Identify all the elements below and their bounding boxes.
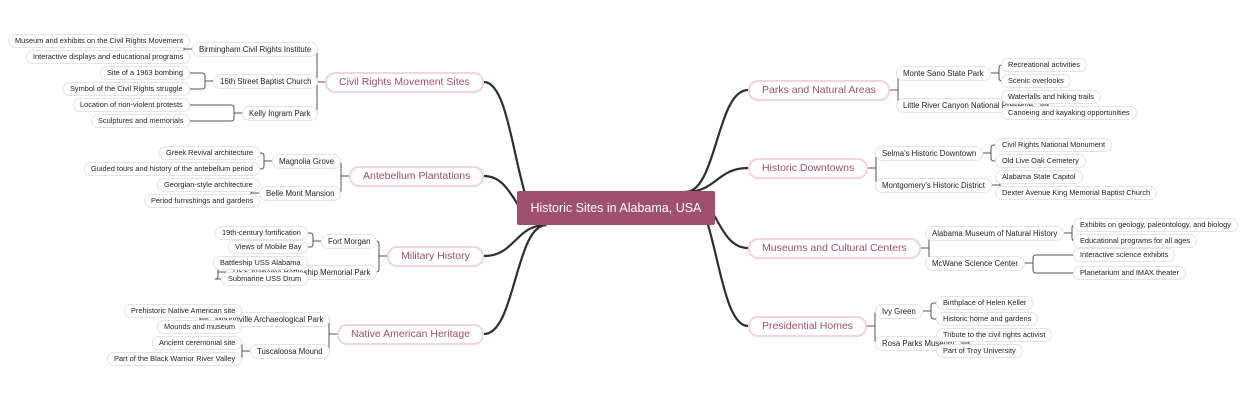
site-alabama-museum-of-natural-history: Alabama Museum of Natural History [925, 225, 1065, 241]
detail-interactive-science-exhibits: Interactive science exhibits [1073, 248, 1176, 262]
connector-line [308, 232, 314, 241]
detail-submarine-uss-drum: Submarine USS Drum [221, 272, 309, 286]
connector-line [190, 104, 235, 113]
connector-line [190, 113, 235, 122]
detail-recreational-activities: Recreational activities [1001, 58, 1087, 72]
detail-civil-rights-national-monument: Civil Rights National Monument [995, 138, 1113, 152]
connector-line [190, 72, 206, 81]
branch-presidential-homes: Presidential Homes [748, 315, 868, 337]
detail-tribute-to-the-civil-rights-activist: Tribute to the civil rights activist [936, 328, 1053, 342]
branch-parks-and-natural-areas: Parks and Natural Areas [748, 79, 890, 101]
detail-views-of-mobile-bay: Views of Mobile Bay [228, 240, 309, 254]
branch-antebellum-plantations: Antebellum Plantations [349, 165, 485, 187]
connector-line [214, 272, 308, 280]
site-selma-s-historic-downtown: Selma's Historic Downtown [875, 145, 984, 161]
site-16th-street-baptist-church: 16th Street Baptist Church [213, 73, 319, 89]
detail-part-of-troy-university: Part of Troy University [936, 344, 1023, 358]
connector-line [990, 153, 995, 162]
detail-museum-and-exhibits-on-the-civil-rights-movement: Museum and exhibits on the Civil Rights … [8, 34, 191, 48]
site-belle-mont-mansion: Belle Mont Mansion [259, 185, 342, 201]
connector-line [260, 152, 265, 161]
site-fort-morgan: Fort Morgan [321, 233, 378, 249]
connector-line [930, 302, 936, 311]
detail-scenic-overlooks: Scenic overlooks [1001, 74, 1071, 88]
connector-line [1032, 254, 1073, 263]
detail-exhibits-on-geology-paleontology-and-biology: Exhibits on geology, paleontology, and b… [1073, 218, 1238, 232]
detail-waterfalls-and-hiking-trails: Waterfalls and hiking trails [1001, 90, 1101, 104]
branch-civil-rights-movement-sites: Civil Rights Movement Sites [325, 71, 484, 93]
connector-line [190, 81, 206, 90]
detail-part-of-the-black-warrior-river-valley: Part of the Black Warrior River Valley [107, 352, 243, 366]
connector-line [260, 161, 265, 170]
detail-greek-revival-architecture: Greek Revival architecture [159, 146, 261, 160]
detail-prehistoric-native-american-site: Prehistoric Native American site [124, 304, 243, 318]
detail-birthplace-of-helen-keller: Birthplace of Helen Keller [936, 296, 1034, 310]
branch-museums-and-cultural-centers: Museums and Cultural Centers [748, 237, 921, 259]
connector-line [308, 241, 314, 248]
detail-site-of-a-1963-bombing: Site of a 1963 bombing [100, 66, 191, 80]
site-ivy-green: Ivy Green [875, 303, 923, 319]
detail-mounds-and-museum: Mounds and museum [157, 320, 243, 334]
detail-battleship-uss-alabama: Battleship USS Alabama [213, 256, 308, 270]
connector-line [483, 223, 547, 336]
connector-line [1032, 263, 1073, 274]
branch-military-history: Military History [387, 245, 484, 267]
root-node: Historic Sites in Alabama, USA [516, 191, 716, 225]
detail-19th-century-fortification: 19th-century fortification [215, 226, 308, 240]
branch-native-american-heritage: Native American Heritage [337, 323, 485, 345]
site-kelly-ingram-park: Kelly Ingram Park [242, 105, 318, 121]
detail-alabama-state-capitol: Alabama State Capitol [995, 170, 1083, 184]
detail-old-live-oak-cemetery: Old Live Oak Cemetery [995, 154, 1086, 168]
branch-historic-downtowns: Historic Downtowns [748, 157, 869, 179]
site-mcwane-science-center: McWane Science Center [925, 255, 1025, 271]
connector-line [483, 223, 547, 258]
detail-educational-programs-for-all-ages: Educational programs for all ages [1073, 234, 1198, 248]
detail-ancient-ceremonial-site: Ancient ceremonial site [152, 336, 243, 350]
detail-historic-home-and-gardens: Historic home and gardens [936, 312, 1039, 326]
detail-period-furnishings-and-gardens: Period furnishings and gardens [144, 194, 261, 208]
detail-sculptures-and-memorials: Sculptures and memorials [91, 114, 191, 128]
detail-dexter-avenue-king-memorial-baptist-church: Dexter Avenue King Memorial Baptist Chur… [995, 186, 1158, 200]
connector-line [685, 88, 749, 194]
detail-planetarium-and-imax-theater: Planetarium and IMAX theater [1073, 266, 1187, 280]
detail-interactive-displays-and-educational-programs: Interactive displays and educational pro… [26, 50, 191, 64]
site-birmingham-civil-rights-institute: Birmingham Civil Rights Institute [192, 41, 319, 57]
site-monte-sano-state-park: Monte Sano State Park [896, 65, 991, 81]
site-montgomery-s-historic-district: Montgomery's Historic District [875, 177, 992, 193]
site-magnolia-grove: Magnolia Grove [272, 153, 342, 169]
detail-location-of-non-violent-protests: Location of non-violent protests [73, 98, 190, 112]
site-tuscaloosa-mound: Tuscaloosa Mound [250, 343, 330, 359]
detail-guided-tours-and-history-of-the-antebellum-period: Guided tours and history of the antebell… [84, 162, 260, 176]
connector-line [930, 311, 936, 320]
detail-georgian-style-architecture: Georgian-style architecture [157, 178, 260, 192]
detail-symbol-of-the-civil-rights-struggle: Symbol of the Civil Rights struggle [63, 82, 190, 96]
connector-line [990, 144, 995, 153]
detail-canoeing-and-kayaking-opportunities: Canoeing and kayaking opportunities [1001, 106, 1137, 120]
